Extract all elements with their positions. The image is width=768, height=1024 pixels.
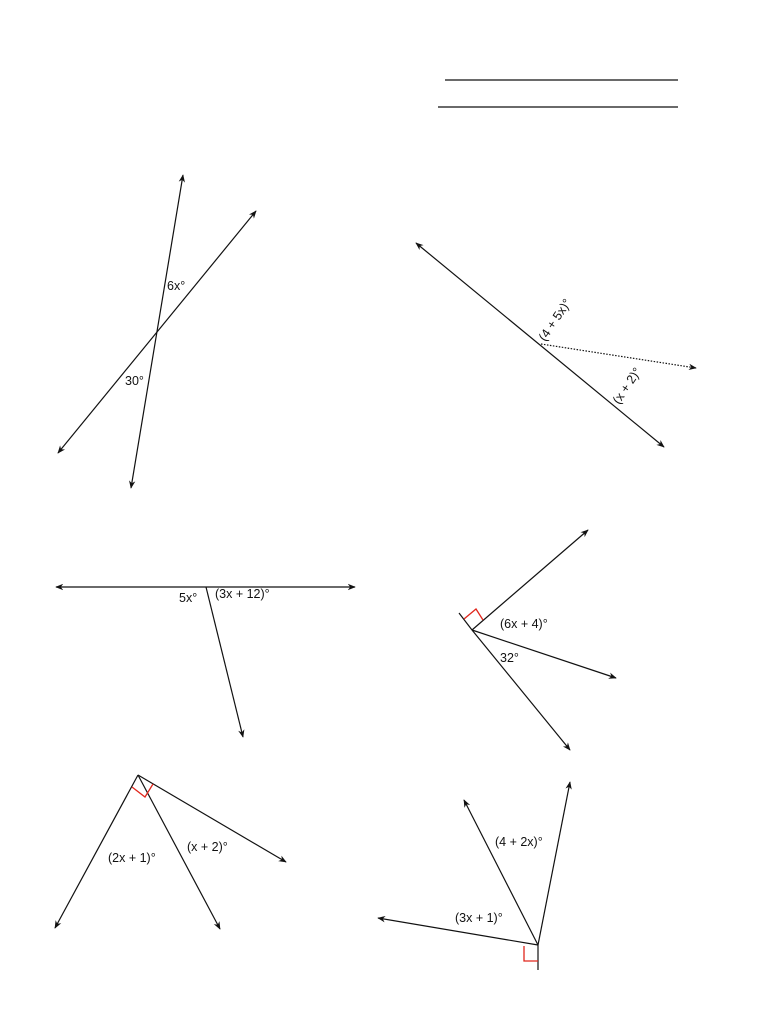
ray-right xyxy=(137,774,287,863)
problem-5-figure: (2x + 1)° (x + 2)° xyxy=(54,774,287,930)
ray-down xyxy=(471,629,571,751)
ray-left xyxy=(377,916,539,946)
right-angle-mark xyxy=(523,946,538,962)
ray-up xyxy=(471,529,589,631)
angle-label: (3x + 12)° xyxy=(215,587,270,601)
angle-label: (3x + 1)° xyxy=(455,911,503,925)
problem-2-figure: (4 + 5x)° (x + 2)° xyxy=(415,242,697,448)
angle-label: 30° xyxy=(125,374,144,388)
right-angle-mark xyxy=(463,608,484,621)
angle-label: (4 + 2x)° xyxy=(495,835,543,849)
ray xyxy=(205,586,245,738)
angle-label: 6x° xyxy=(167,279,185,293)
angle-label: 5x° xyxy=(179,591,197,605)
tail-segment xyxy=(458,612,473,631)
angle-label: 32° xyxy=(500,651,519,665)
ray-up-right xyxy=(537,781,572,946)
answer-blanks xyxy=(438,79,678,108)
ray-middle xyxy=(471,629,617,679)
problem-1-figure: 6x° 30° xyxy=(57,174,257,489)
angle-label: (2x + 1)° xyxy=(108,851,156,865)
angle-label: (6x + 4)° xyxy=(500,617,548,631)
line-main xyxy=(415,242,665,448)
ray xyxy=(540,343,697,371)
angle-label: (x + 2)° xyxy=(610,365,644,407)
ray-up-left xyxy=(463,799,539,946)
line-b xyxy=(57,210,257,454)
ray-middle xyxy=(137,774,221,930)
angle-label: (x + 2)° xyxy=(187,840,228,854)
problem-6-figure: (4 + 2x)° (3x + 1)° xyxy=(377,781,572,970)
right-angle-mark xyxy=(131,783,154,798)
problem-3-figure: 5x° (3x + 12)° xyxy=(55,583,356,738)
angle-label: (4 + 5x)° xyxy=(536,296,574,343)
problem-4-figure: (6x + 4)° 32° xyxy=(458,529,617,751)
ray-left xyxy=(54,774,139,929)
